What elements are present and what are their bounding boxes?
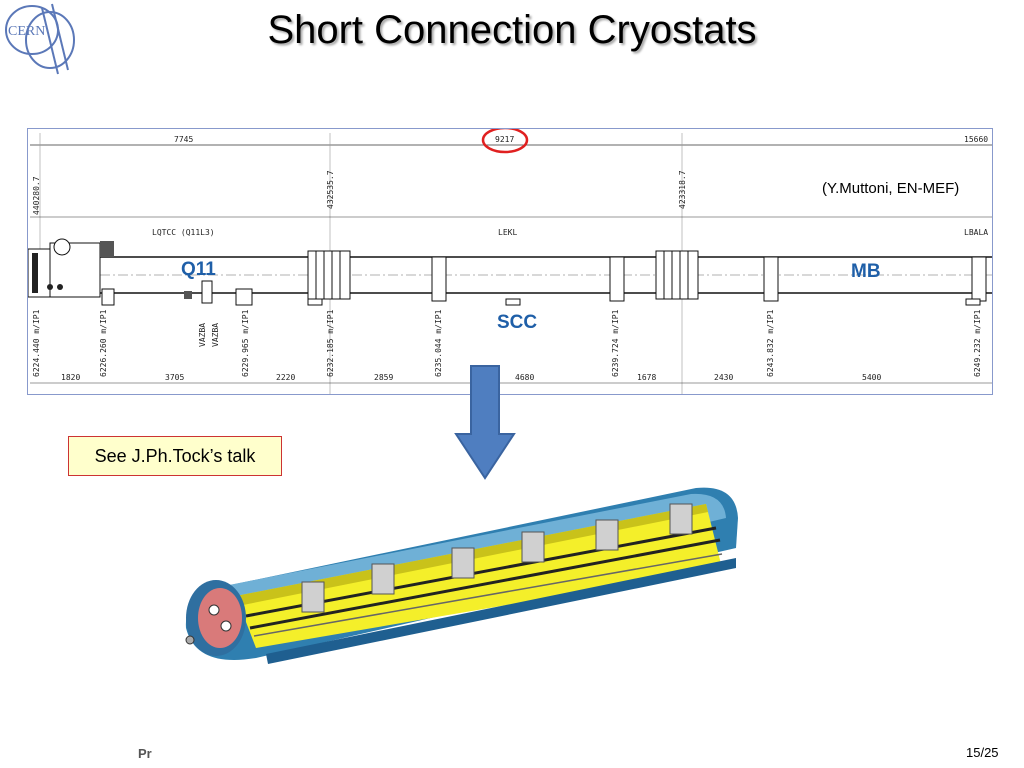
position-label-3: 6229.965 m/IP1: [241, 309, 250, 377]
credit-note: (Y.Muttoni, EN-MEF): [822, 180, 960, 197]
position-label-1: 6224.440 m/IP1: [32, 309, 41, 377]
position-label-4: 6232.185 m/IP1: [326, 309, 335, 377]
position-label-7: 6243.832 m/IP1: [766, 309, 775, 377]
down-arrow-icon: [454, 365, 516, 480]
position-label-8: 6249.232 m/IP1: [973, 309, 982, 377]
page-number: 15/25: [966, 745, 999, 760]
technical-drawing: 7745 9217 15660 440280.7 432535.7 423318…: [27, 128, 993, 395]
bottom-dim-6: 1678: [637, 373, 656, 382]
valve-label-2: VAZBA: [211, 323, 220, 347]
q11-label: Q11: [181, 259, 216, 280]
footer-left-text: Pr: [138, 746, 152, 761]
bottom-dim-3: 2220: [276, 373, 295, 382]
position-label-5: 6235.044 m/IP1: [434, 309, 443, 377]
bottom-dim-7: 2430: [714, 373, 733, 382]
talk-reference-callout: See J.Ph.Tock’s talk: [68, 436, 282, 476]
bottom-dim-8: 5400: [862, 373, 881, 382]
position-label-6: 6239.724 m/IP1: [611, 309, 620, 377]
slide-title: Short Connection Cryostats: [267, 8, 757, 52]
top-dim-3: 15660: [964, 135, 988, 144]
cryostat-3d-render: [185, 487, 739, 664]
valve-label-1: VAZBA: [198, 323, 207, 347]
bottom-dim-2: 3705: [165, 373, 184, 382]
section-label-1: LQTCC (Q11L3): [152, 228, 215, 237]
mb-label: MB: [851, 261, 881, 282]
vref-2: 432535.7: [326, 170, 335, 209]
highlight-circle: [481, 129, 529, 154]
vref-1: 440280.7: [32, 176, 41, 215]
section-label-2: LEKL: [498, 228, 517, 237]
scc-label: SCC: [497, 312, 538, 333]
vref-3: 423318.7: [678, 170, 687, 209]
top-dim-2: 9217: [495, 135, 514, 144]
section-label-3: LBALA: [964, 228, 988, 237]
bottom-dim-1: 1820: [61, 373, 80, 382]
position-label-2: 6226.260 m/IP1: [99, 309, 108, 377]
bottom-dim-4: 2859: [374, 373, 393, 382]
cern-logo: CERN: [5, 3, 75, 75]
logo-text: CERN: [8, 24, 45, 39]
bottom-dim-5: 4680: [515, 373, 534, 382]
top-dim-1: 7745: [174, 135, 193, 144]
